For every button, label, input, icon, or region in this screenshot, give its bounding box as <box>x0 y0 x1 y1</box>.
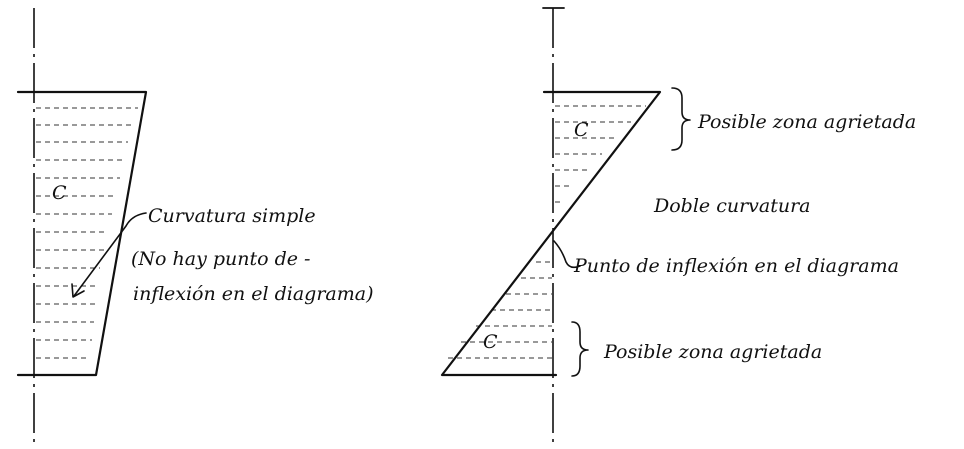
right-lower-brace <box>571 321 589 377</box>
right-upper-hatching <box>555 105 646 203</box>
left-hatching <box>36 107 138 359</box>
left-leader-arrow <box>73 212 147 297</box>
right-lower-hatching <box>448 261 552 359</box>
right-upper-zone-label: Posible zona agrietada <box>697 111 916 133</box>
left-compression-symbol: C <box>52 182 67 204</box>
right-upper-compression-symbol: C <box>574 119 589 141</box>
right-moment-outline <box>440 90 662 377</box>
right-curvature-label: Doble curvatura <box>653 195 811 217</box>
right-upper-brace <box>671 87 691 151</box>
left-diagram: C Curvatura simple (No hay punto de - in… <box>16 8 374 446</box>
left-note-line1: (No hay punto de - <box>131 248 310 270</box>
right-inflection-leader <box>553 240 581 269</box>
left-note-line2: inflexión en el diagrama) <box>133 283 374 305</box>
right-diagram: C C Posible zona agrietada Doble curvatu… <box>440 7 916 446</box>
right-lower-compression-symbol: C <box>483 331 498 353</box>
left-curvature-label: Curvatura simple <box>148 205 316 227</box>
right-lower-zone-label: Posible zona agrietada <box>603 341 822 363</box>
left-moment-outline <box>16 90 148 377</box>
left-arrowhead-icon <box>71 283 85 298</box>
right-inflection-label: Punto de inflexión en el diagrama <box>573 255 899 277</box>
